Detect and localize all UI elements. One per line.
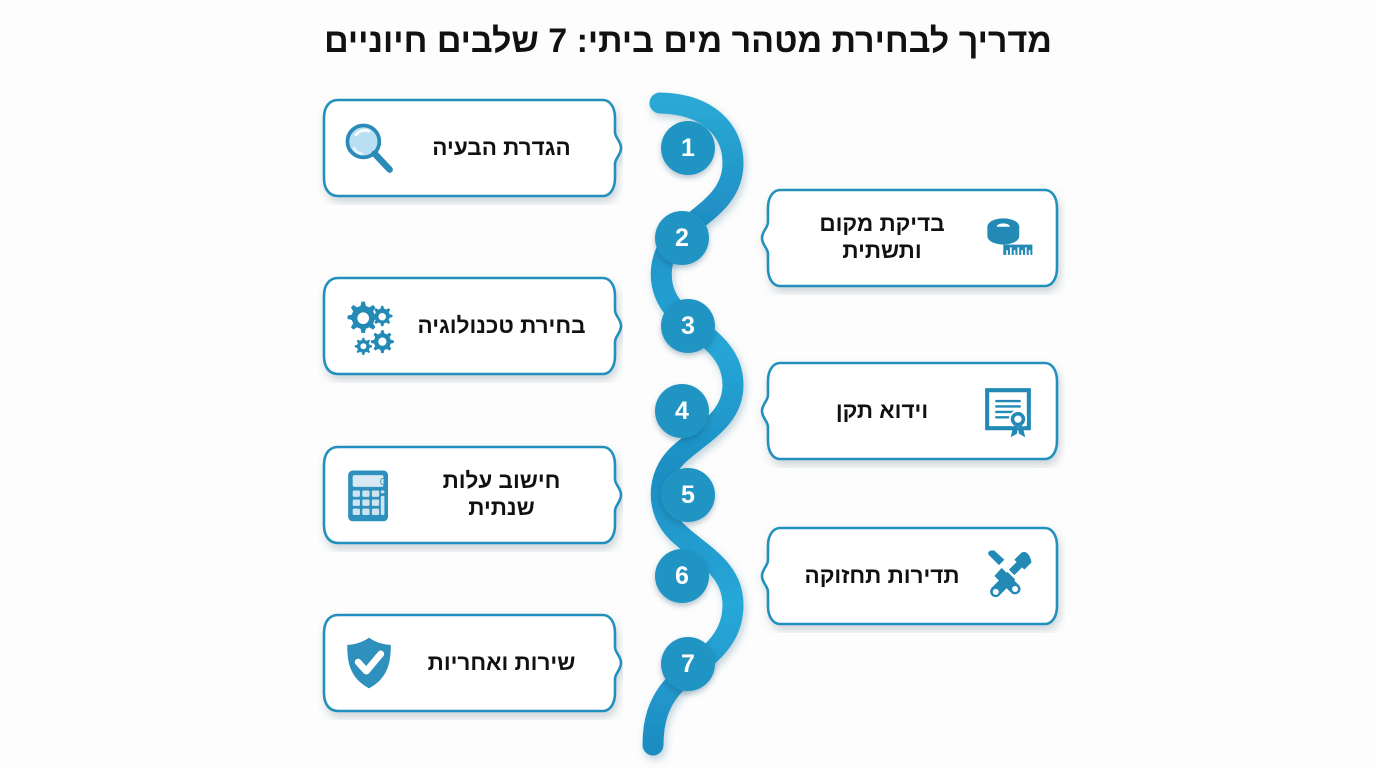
step-number-5[interactable]: 5 [661,468,715,522]
step-number-3[interactable]: 3 [661,299,715,353]
card-outline [322,98,623,198]
card-outline [322,276,623,376]
step-card-7[interactable]: שירות ואחריות [318,613,623,713]
card-outline [760,361,1059,461]
magnifier-icon [336,115,402,181]
step-number-6[interactable]: 6 [655,549,709,603]
step-label-5: חישוב עלות שנתית [442,468,561,520]
step-card-2[interactable]: בדיקת מקום ותשתית [755,188,1065,288]
step-number-2[interactable]: 2 [655,211,709,265]
calculator-icon: 0 [336,462,402,528]
shield-check-icon [336,630,402,696]
step-number-1[interactable]: 1 [661,121,715,175]
gears-icon [336,293,402,359]
step-card-3[interactable]: בחירת טכנולוגיה [318,276,623,376]
tools-icon [975,543,1041,609]
card-outline [760,188,1059,288]
step-label-3: בחירת טכנולוגיה [417,312,586,338]
step-card-4[interactable]: וידוא תקן [755,361,1065,461]
step-label-7: שירות ואחריות [427,649,576,675]
step-label-6: תדירות תחזוקה [804,562,960,588]
certificate-icon [975,378,1041,444]
step-card-1[interactable]: הגדרת הבעיה [318,98,623,198]
step-number-7[interactable]: 7 [661,637,715,691]
measuring-tape-icon [975,205,1041,271]
step-card-6[interactable]: תדירות תחזוקה [755,526,1065,626]
card-outline [322,445,623,545]
step-number-4[interactable]: 4 [655,384,709,438]
card-outline [322,613,623,713]
card-outline [760,526,1059,626]
step-label-1: הגדרת הבעיה [432,134,571,160]
step-label-2-line2: ותשתית [842,238,922,263]
svg-text:0: 0 [380,477,386,488]
step-label-2: בדיקת מקום ותשתית [789,211,975,264]
step-card-5[interactable]: 0 חישוב עלות [318,445,623,545]
step-label-4: וידוא תקן [835,397,929,423]
page-title: מדריך לבחירת מטהר מים ביתי: 7 שלבים חיונ… [324,22,1052,60]
step-label-2-line1: בדיקת מקום [819,211,945,237]
